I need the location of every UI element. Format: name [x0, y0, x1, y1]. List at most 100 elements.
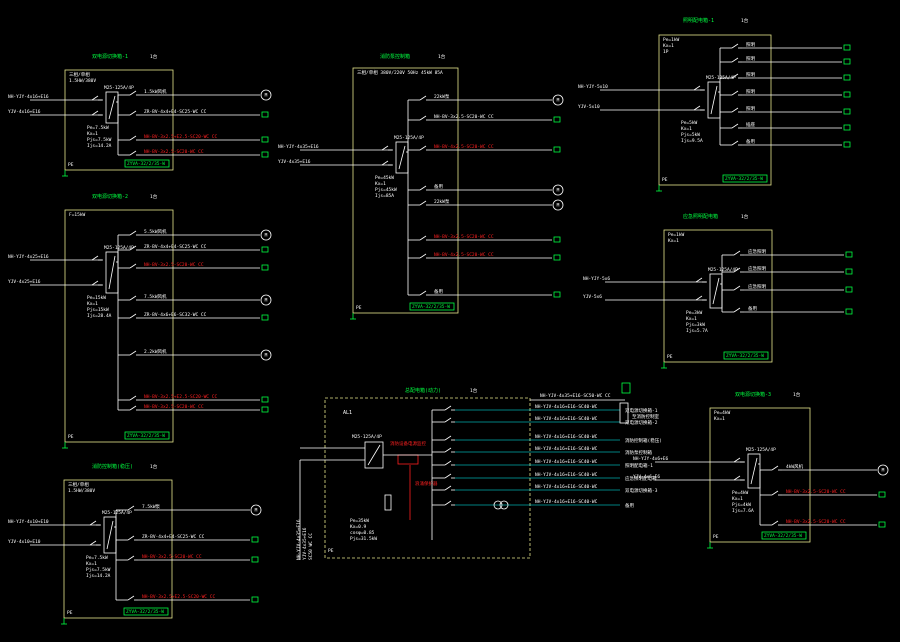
- terminal-icon: [878, 521, 886, 528]
- terminal-icon: [553, 146, 561, 153]
- outgoing-label: 照明: [746, 72, 755, 78]
- outgoing-label: NH-BV-3x2.5-SC20-WC CC: [144, 404, 204, 410]
- breaker-contact: [731, 57, 739, 63]
- breaker-contact: [731, 43, 739, 49]
- breaker-symbol: [129, 110, 140, 116]
- terminal-tag: [251, 536, 259, 543]
- motor-icon: [260, 294, 272, 306]
- breaker-contact: [129, 395, 137, 401]
- outgoing-label: 7.5kW风机: [144, 293, 167, 300]
- breaker-symbol: [129, 135, 140, 141]
- terminal-icon: [251, 536, 259, 543]
- outgoing-circuit: ZR-BV-4x6+E6-SC32-WC CC: [118, 312, 269, 321]
- outgoing-circuit: NH-BV-3x2.5+E2.5-SC20-WC CC: [118, 134, 269, 143]
- outgoing-label: ZR-BV-4x4+E4-SC25-WC CC: [144, 244, 207, 250]
- terminal-tag: [845, 308, 853, 315]
- panel-model-text: 1.5HW/380V: [68, 488, 95, 494]
- main-incoming-label: NH-YJV-4x35+E16: [296, 519, 302, 560]
- breaker-symbol: [444, 405, 455, 411]
- incoming-cable-label: YJV-4x35+E16: [278, 159, 311, 165]
- panel-frame: [63, 479, 173, 619]
- breaker-symbol: [129, 313, 140, 319]
- right-device-label: 至消防控制室: [632, 413, 659, 420]
- breaker-symbol: [771, 520, 782, 526]
- motor-letter: M: [255, 508, 258, 514]
- incoming-cable-label: NH-YJY-4x10+E10: [8, 519, 49, 525]
- panel-model-text: 三相/单相: [69, 71, 90, 78]
- terminal-icon: [261, 111, 269, 118]
- motor-symbol: M: [877, 464, 889, 476]
- panel-frame: [64, 69, 174, 171]
- terminal-tag: [843, 44, 851, 51]
- panel-title: 双电源切换箱-2: [92, 193, 128, 200]
- panel-rating-text: Pe=5kW: [681, 120, 698, 126]
- outgoing-label: 插座: [746, 121, 755, 128]
- outgoing-label: NH-BV-3x2.5-SC20-WC CC: [142, 554, 202, 560]
- panel-rating-text: Kx=1: [732, 496, 743, 502]
- panel-rating-text: Kx=1: [86, 561, 97, 567]
- outgoing-label: 应急照明: [748, 248, 766, 255]
- breaker-contact: [419, 290, 427, 296]
- outgoing-label: 照明: [746, 89, 755, 95]
- outgoing-label: 照明: [746, 42, 755, 48]
- breaker-contact: [129, 150, 137, 156]
- outgoing-circuit: 7.5kW泵 M: [116, 504, 262, 516]
- spd-icon: [384, 494, 392, 511]
- terminal-tag: [843, 108, 851, 115]
- motor-icon: [260, 349, 272, 361]
- breaker-symbol: [444, 473, 455, 479]
- breaker-contact: [419, 200, 427, 206]
- breaker-contact: [444, 435, 452, 441]
- main-feeder-cable: NH-YJV-4x16+E16-SC40-WC: [535, 484, 598, 490]
- outgoing-circuit: NH-BV-3x2.5-SC20-WC CC: [408, 114, 561, 123]
- terminal-icon: [845, 308, 853, 315]
- terminal-tag: [878, 491, 886, 498]
- terminal-tag: [843, 141, 851, 148]
- terminal-tag: [845, 286, 853, 293]
- panel-rating-text: Ijs=9.5A: [681, 138, 703, 144]
- breaker-symbol: [91, 95, 102, 101]
- terminal-icon: [845, 268, 853, 275]
- outgoing-circuit: 照明: [720, 106, 851, 115]
- outgoing-label: 7.5kW泵: [142, 504, 161, 510]
- outgoing-label: NH-BV-3x2.5-SC20-WC CC: [144, 149, 204, 155]
- outgoing-label: 应急照明: [748, 283, 766, 290]
- panel-rating-text: Kx=1: [87, 301, 98, 307]
- ats-rating: M25-125A/4P: [394, 135, 424, 141]
- breaker-symbol: [381, 145, 392, 151]
- main-outgoing-label: 双电源切换箱-3: [625, 487, 658, 494]
- breaker-symbol: [693, 85, 704, 91]
- breaker-symbol: [693, 105, 704, 111]
- panel-model-text: 1P: [663, 49, 669, 55]
- motor-symbol: M: [260, 229, 272, 241]
- main-rating-text: Pjs=31.5kW: [350, 536, 377, 542]
- motor-symbol: M: [552, 184, 564, 196]
- panel-rating-text: Pe=7.5kW: [87, 125, 109, 131]
- outgoing-circuit: 照明: [720, 72, 851, 81]
- breaker-symbol: [695, 295, 706, 301]
- motor-symbol: M: [260, 349, 272, 361]
- incoming-cable-label: NH-YJY-5x6: [583, 276, 610, 282]
- outgoing-label: NH-BV-3x2.5+E2.5-SC20-WC CC: [144, 394, 217, 400]
- main-rating-text: cosφ=0.85: [350, 530, 375, 536]
- panel-rating-text: Ijs=7.6A: [732, 508, 754, 514]
- terminal-tag: [251, 556, 259, 563]
- incoming-cable-label: NH-YJY-4x25+E16: [8, 254, 49, 260]
- breaker-contact: [129, 350, 137, 356]
- breaker-contact: [695, 295, 703, 301]
- panel-rating-text: Ijs=28.4A: [87, 313, 112, 319]
- outgoing-label: 应急照明: [748, 265, 766, 272]
- breaker-contact: [693, 85, 701, 91]
- outgoing-label: 4kW风机: [786, 463, 804, 470]
- breaker-contact: [129, 110, 137, 116]
- terminal-tag: [553, 236, 561, 243]
- outgoing-circuit: NH-BV-4x2.5-SC20-WC CC: [408, 144, 561, 153]
- breaker-symbol: [129, 395, 140, 401]
- outgoing-circuit: NH-BV-3x2.5-SC20-WC CC: [408, 234, 561, 243]
- terminal-icon: [878, 491, 886, 498]
- breaker-symbol: [129, 245, 140, 251]
